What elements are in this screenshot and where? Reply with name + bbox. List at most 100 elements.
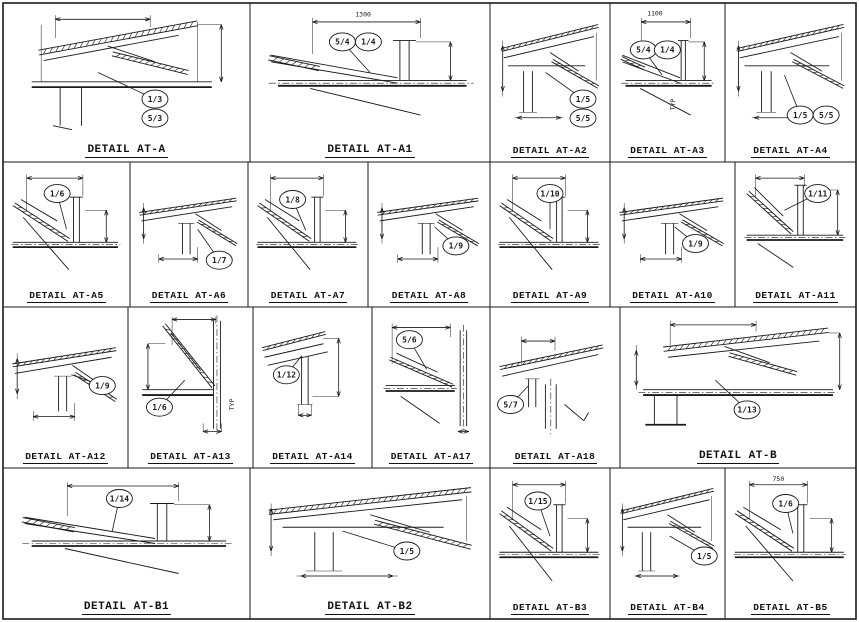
- callout-text: 5/4: [335, 38, 350, 47]
- detail-sketch-A10: 1/9: [619, 197, 724, 263]
- callout-text: 5/4: [636, 46, 651, 55]
- callout-bubble: 1/5: [569, 89, 597, 109]
- callout-bubble: 1/9: [88, 376, 116, 396]
- detail-title-A6: DETAIL AT-A6: [149, 290, 229, 303]
- callout-text: 1/9: [449, 242, 464, 251]
- detail-title-A2: DETAIL AT-A2: [510, 145, 590, 158]
- callout-text: 1/12: [277, 371, 296, 380]
- callout-bubble: 1/14: [105, 489, 133, 508]
- callout-bubble: 1/7: [205, 250, 233, 270]
- callout-bubble: 1/13: [733, 400, 761, 420]
- detail-sketch-A7: 1/8: [256, 174, 359, 271]
- detail-title-B5: DETAIL AT-B5: [751, 602, 830, 615]
- detail-sketch-B: 1/13: [634, 320, 842, 426]
- detail-sketch-A1: 1300 5/4 1/4: [268, 11, 474, 116]
- detail-sketch-B2: 1/5: [268, 487, 472, 579]
- detail-title-A18: DETAIL AT-A18: [512, 451, 598, 464]
- callout-bubble: 1/15: [524, 491, 552, 511]
- callout-bubble: 5/4: [629, 40, 657, 60]
- callout-text: 1/9: [95, 381, 110, 390]
- detail-title-A10: DETAIL AT-A10: [630, 290, 715, 303]
- callout-text: 1/8: [285, 195, 300, 204]
- detail-title-A17: DETAIL AT-A17: [388, 451, 474, 464]
- detail-title-A8: DETAIL AT-A8: [389, 290, 469, 303]
- callout-text: 1/5: [697, 552, 712, 561]
- callout-bubble: 1/9: [442, 236, 470, 256]
- detail-title-A4: DETAIL AT-A4: [751, 145, 830, 158]
- callout-bubble: 5/5: [812, 105, 840, 125]
- callout-text: 1/4: [361, 38, 376, 47]
- callout-bubble: 1/5: [786, 105, 814, 125]
- callout-text: 1/4: [660, 46, 675, 55]
- detail-title-A7: DETAIL AT-A7: [268, 290, 348, 303]
- detail-sketch-A17: 5/6: [383, 323, 469, 434]
- detail-sketch-B3: 1/15: [498, 481, 601, 582]
- callout-bubble: 1/6: [146, 397, 173, 417]
- callout-text: 5/6: [402, 336, 417, 345]
- detail-sketch-B4: 1/5: [620, 487, 718, 579]
- detail-title-B1: DETAIL AT-B1: [81, 601, 172, 615]
- callout-text: 1/5: [793, 111, 808, 120]
- callout-text: 1/14: [110, 494, 129, 503]
- callout-bubble: 5/5: [569, 108, 597, 128]
- callout-bubble: 1/4: [354, 32, 382, 52]
- detail-title-A9: DETAIL AT-A9: [510, 290, 590, 303]
- detail-title-B: DETAIL AT-B: [696, 450, 780, 464]
- detail-title-B3: DETAIL AT-B3: [510, 602, 590, 615]
- detail-sketch-A6: 1/7: [139, 197, 238, 270]
- detail-sketch-A4: 1/5 5/5: [736, 24, 845, 125]
- detail-title-A14: DETAIL AT-A14: [270, 451, 355, 464]
- dim-label: TYP: [669, 98, 677, 110]
- detail-title-A11: DETAIL AT-A11: [753, 290, 838, 303]
- detail-sketch-A11: 1/11: [744, 174, 846, 268]
- callout-text: 1/6: [778, 499, 793, 508]
- callout-text: 1/10: [540, 189, 559, 198]
- detail-sketch-A5: 1/6: [11, 174, 121, 271]
- callout-bubble: 1/10: [536, 184, 564, 204]
- detail-sketch-A: 1/3 5/3: [31, 15, 224, 131]
- detail-sketch-A12: 1/9: [12, 347, 118, 421]
- callout-bubble: 5/6: [395, 330, 423, 350]
- callout-bubble: 5/4: [328, 32, 356, 52]
- callout-text: 1/3: [148, 95, 163, 104]
- detail-sketch-A9: 1/10: [498, 174, 601, 271]
- callout-text: 1/6: [50, 189, 65, 198]
- callout-text: 1/7: [212, 256, 227, 265]
- callout-text: 1/15: [528, 497, 547, 506]
- callout-bubble: 1/5: [690, 546, 718, 566]
- callout-bubble: 1/8: [279, 190, 307, 209]
- detail-title-A1: DETAIL AT-A1: [325, 144, 415, 158]
- callout-text: 5/5: [819, 111, 834, 120]
- dim-label: 1300: [355, 11, 371, 19]
- callout-text: 1/5: [400, 547, 415, 556]
- callout-text: 1/5: [576, 95, 591, 104]
- callout-bubble: 1/4: [653, 40, 681, 60]
- callout-text: 1/13: [737, 406, 756, 415]
- callout-bubble: 1/9: [682, 234, 709, 253]
- detail-title-A: DETAIL AT-A: [85, 144, 168, 158]
- callout-text: 5/3: [148, 114, 163, 123]
- detail-sketch-A14: 1/12: [261, 331, 341, 418]
- callout-bubble: 1/6: [772, 494, 800, 513]
- detail-title-B4: DETAIL AT-B4: [628, 602, 707, 615]
- callout-bubble: 1/12: [272, 365, 300, 385]
